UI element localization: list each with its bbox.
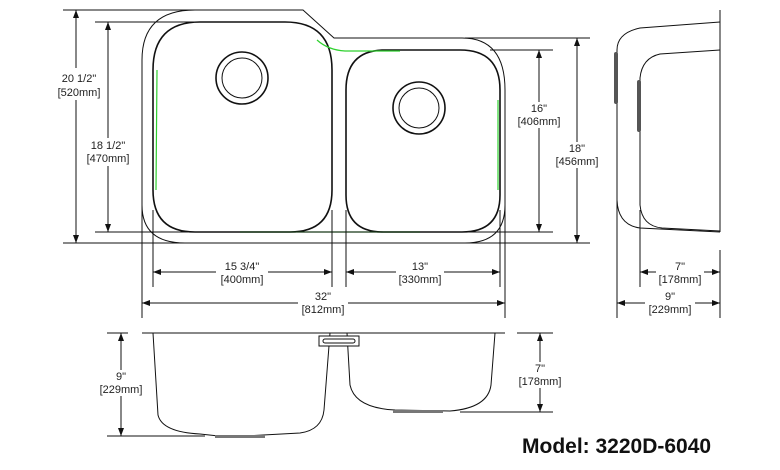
- side-clip-lower: [637, 80, 641, 132]
- front-right-depth-in: 7": [535, 363, 545, 375]
- left-bowl-width-mm: [400mm]: [221, 274, 264, 286]
- sink-flange-outline: [141, 9, 506, 244]
- overall-depth-mm: [520mm]: [58, 87, 101, 99]
- right-bowl-width-mm: [330mm]: [399, 274, 442, 286]
- left-bowl-width-in: 15 3/4": [225, 261, 260, 273]
- overall-width-mm: [812mm]: [302, 304, 345, 316]
- right-bowl-depth-in: 16": [531, 103, 547, 115]
- right-drain-flange: [393, 410, 443, 413]
- front-left-depth-mm: [229mm]: [100, 384, 143, 396]
- dimension-lines: [73, 10, 580, 306]
- left-bowl-depth-in: 18 1/2": [91, 140, 126, 152]
- left-bowl-depth-mm: [470mm]: [87, 153, 130, 165]
- right-bowl-depth-mm: [406mm]: [518, 116, 561, 128]
- side-clip-upper: [614, 52, 618, 104]
- side-outer-profile: [616, 21, 721, 233]
- front-view: 9" [229mm] 7" [178mm]: [96, 332, 567, 438]
- side-view: 7" [178mm] 9" [229mm]: [614, 10, 721, 318]
- front-right-depth-mm: [178mm]: [519, 376, 562, 388]
- left-drain-icon: [215, 51, 269, 105]
- top-view: 20 1/2" [520mm] 18 1/2" [470mm] 16" [406…: [52, 9, 601, 318]
- overall-depth-in: 20 1/2": [62, 73, 97, 85]
- side-small-height-in: 7": [675, 261, 685, 273]
- side-large-height-in: 9": [665, 291, 675, 303]
- side-inner-profile: [639, 49, 721, 232]
- model-label: Model: 3220D-6040: [522, 435, 711, 458]
- front-right-bowl: [346, 332, 496, 412]
- side-large-height-mm: [229mm]: [649, 304, 692, 316]
- left-drain-inner: [221, 57, 263, 99]
- front-left-depth-in: 9": [116, 371, 126, 383]
- overall-width-in: 32": [315, 291, 331, 303]
- right-drain-inner: [398, 87, 440, 129]
- left-bowl-outline: [152, 21, 333, 233]
- right-drain-icon: [392, 81, 446, 135]
- front-left-bowl: [152, 332, 331, 438]
- green-edge-highlight: [155, 39, 499, 233]
- side-small-height-mm: [178mm]: [659, 274, 702, 286]
- extension-lines: [63, 9, 590, 318]
- left-drain-flange: [215, 435, 265, 438]
- right-bowl-outline: [345, 49, 501, 233]
- right-overall-depth-in: 18": [569, 143, 585, 155]
- right-bowl-width-in: 13": [412, 261, 428, 273]
- right-overall-depth-mm: [456mm]: [556, 156, 599, 168]
